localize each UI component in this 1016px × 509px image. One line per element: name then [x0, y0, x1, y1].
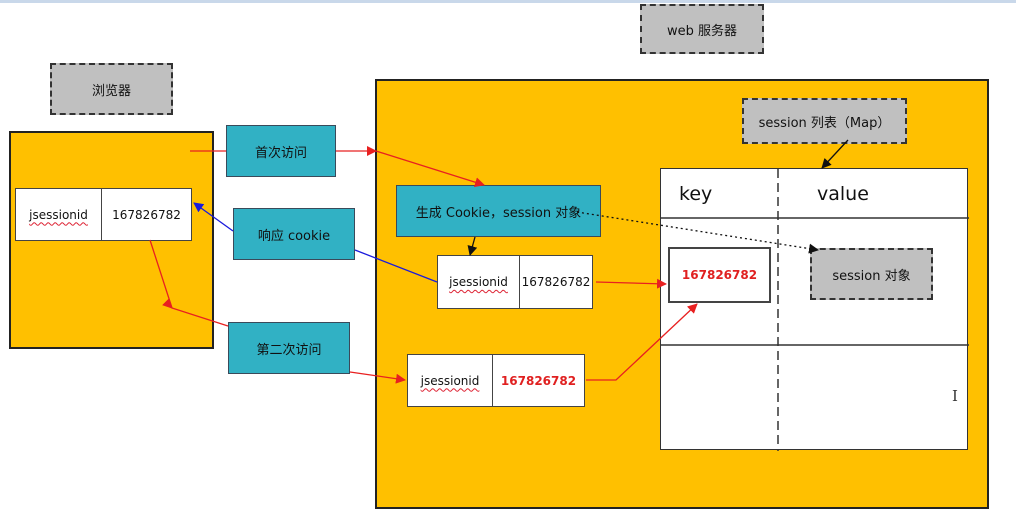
arrow-session-list — [821, 139, 849, 169]
generated-value-cell: 167826782 — [521, 275, 591, 289]
step-second-visit: 第二次访问 — [228, 322, 350, 374]
session-map-table: key value — [660, 168, 969, 451]
browser-label: 浏览器 — [50, 63, 173, 115]
browser-session-cookie: jsessionid 167826782 — [15, 188, 192, 241]
arrow-second-visit-b — [349, 371, 406, 384]
arrow-first-visit-c — [375, 150, 485, 188]
arrow-create-to-id — [467, 236, 478, 256]
request-key-cell: jsessionid — [408, 355, 493, 406]
cookie-key-cell: jsessionid — [16, 189, 102, 240]
arrow-lookup-key — [586, 303, 698, 381]
text-cursor-icon: I — [952, 387, 958, 405]
session-list-label: session 列表（Map） — [742, 98, 907, 144]
window-top-edge — [0, 0, 1016, 3]
web-server-label: web 服务器 — [640, 4, 764, 54]
arrow-session-object — [576, 211, 819, 254]
session-object-box: session 对象 — [810, 248, 933, 300]
flow-arrows — [149, 139, 849, 384]
arrow-store-key — [595, 278, 667, 289]
generated-key-cell: jsessionid — [438, 256, 520, 308]
second-request-session-id: jsessionid 167826782 — [407, 354, 585, 407]
request-value-cell: 167826782 — [500, 373, 577, 388]
step-first-visit: 首次访问 — [226, 125, 336, 177]
server-generated-session-id: jsessionid 167826782 — [437, 255, 593, 309]
map-stored-key: 167826782 — [668, 247, 771, 303]
map-table-grid — [661, 169, 969, 451]
map-key-header: key — [679, 183, 713, 205]
arrow-second-visit-a — [149, 239, 229, 327]
arrow-response-b — [193, 202, 234, 232]
step-response-cookie: 响应 cookie — [233, 208, 355, 260]
step-create-cookie-session: 生成 Cookie，session 对象 — [396, 185, 601, 237]
cookie-value-cell: 167826782 — [112, 207, 181, 222]
arrow-response-a — [354, 249, 438, 283]
map-value-header: value — [817, 183, 869, 205]
